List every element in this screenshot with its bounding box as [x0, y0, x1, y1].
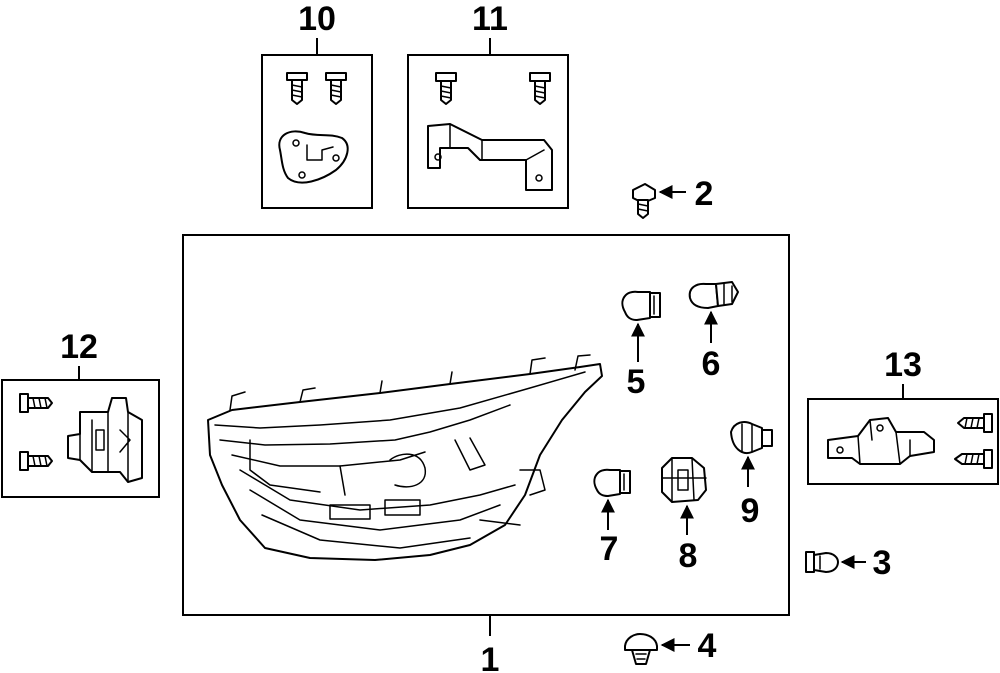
part-5-bulb[interactable]: 5 [621, 290, 661, 401]
bolt-icon [435, 72, 457, 105]
part-3-screw[interactable]: 3 [805, 544, 892, 582]
callout-8: 8 [679, 537, 698, 575]
part-12-box [1, 379, 160, 498]
bolt-icon [954, 449, 993, 469]
callout-9: 9 [741, 492, 760, 530]
part-1-box [182, 234, 790, 616]
clip-icon [624, 633, 658, 665]
part-11-box [407, 54, 569, 209]
part-8-socket[interactable]: 8 [661, 457, 707, 575]
socket-icon [661, 457, 707, 503]
bolt-icon [19, 393, 53, 413]
callout-1: 1 [481, 641, 500, 673]
part-6-bulb[interactable]: 6 [688, 281, 739, 383]
part-9-grommet[interactable]: 9 [730, 421, 773, 530]
bolt-icon [19, 451, 53, 471]
part-13-bracket-kit[interactable]: 13 [807, 346, 999, 485]
callout-4: 4 [698, 627, 717, 665]
bulb-socket-icon [688, 281, 739, 309]
bulb-icon [593, 468, 631, 497]
bracket-plate-icon [278, 130, 349, 184]
callout-12: 12 [60, 328, 98, 366]
callout-10: 10 [298, 0, 336, 38]
bolt-icon [957, 413, 993, 433]
callout-7: 7 [600, 530, 619, 568]
headlamp-icon [207, 354, 603, 561]
callout-2: 2 [695, 175, 714, 213]
part-1-headlamp-assembly[interactable]: 1 5 [182, 234, 790, 673]
part-7-bulb[interactable]: 7 [593, 468, 631, 568]
screw-icon [632, 183, 656, 219]
part-11-bracket-kit[interactable]: 11 [407, 0, 569, 209]
bolt-icon [325, 72, 347, 105]
callout-11: 11 [472, 0, 508, 38]
part-4-clip[interactable]: 4 [624, 627, 717, 665]
bolt-icon [529, 72, 551, 105]
callout-6: 6 [702, 345, 721, 383]
part-10-bracket-kit[interactable]: 10 [261, 0, 373, 209]
part-12-bracket-kit[interactable]: 12 [1, 328, 160, 498]
part-10-box [261, 54, 373, 209]
callout-5: 5 [627, 363, 646, 401]
callout-3: 3 [873, 544, 892, 582]
bolt-icon [286, 72, 308, 105]
mounting-bracket-icon [427, 123, 553, 191]
side-bracket-icon [67, 397, 143, 483]
part-2-screw[interactable]: 2 [632, 175, 714, 219]
callout-13: 13 [884, 346, 922, 384]
screw-icon [805, 551, 839, 573]
bulb-icon [621, 290, 661, 321]
grommet-icon [730, 421, 773, 454]
mounting-bracket-icon [827, 417, 935, 465]
